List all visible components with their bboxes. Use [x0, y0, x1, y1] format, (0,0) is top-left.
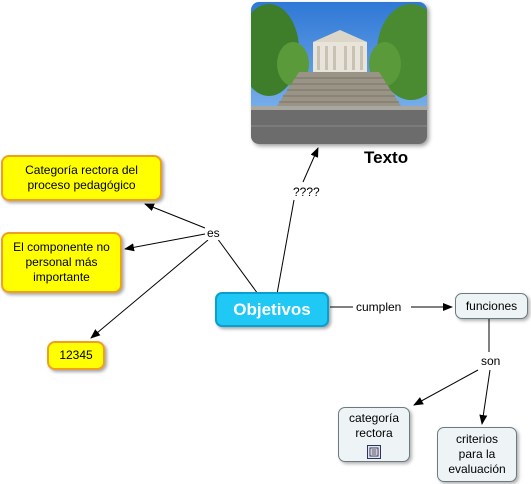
node-categoria-rectora-proceso[interactable]: Categoría rectora del proceso pedagógico	[1, 155, 162, 201]
arrow-son-categoria	[413, 369, 479, 406]
node-objetivos[interactable]: Objetivos	[215, 292, 329, 327]
node-label: Objetivos	[233, 300, 311, 319]
node-categoria-rectora[interactable]: categoría rectora	[338, 407, 410, 462]
link-label-es: es	[205, 226, 222, 240]
node-funciones[interactable]: funciones	[455, 293, 528, 319]
link-label-unknown: ????	[291, 185, 322, 199]
node-label: criterios para la evaluación	[448, 432, 506, 476]
building-photo[interactable]	[251, 2, 427, 144]
building-image	[251, 2, 427, 144]
image-caption: Texto	[364, 148, 409, 167]
node-label: Categoría rectora del proceso pedagógico	[25, 163, 138, 192]
arrow-es-componente	[124, 233, 206, 252]
arrow-es-categoria	[144, 203, 206, 229]
node-criterios[interactable]: criterios para la evaluación	[437, 427, 517, 482]
node-label: El componente no personal más importante	[13, 240, 110, 284]
line-objetivos-es	[216, 237, 259, 295]
node-label: categoría rectora	[348, 410, 400, 440]
resource-icon[interactable]	[367, 444, 381, 459]
arrow-es-number	[90, 239, 209, 339]
arrow-son-criterios	[479, 369, 491, 425]
node-number[interactable]: 12345	[47, 341, 105, 370]
arrow-unknown-image	[302, 147, 319, 183]
node-label: funciones	[465, 298, 518, 313]
link-label-son: son	[479, 354, 503, 368]
link-label-cumplen: cumplen	[354, 300, 404, 314]
node-componente[interactable]: El componente no personal más importante	[1, 232, 122, 293]
node-label: 12345	[59, 348, 93, 362]
line-objetivos-unknown	[276, 199, 295, 295]
